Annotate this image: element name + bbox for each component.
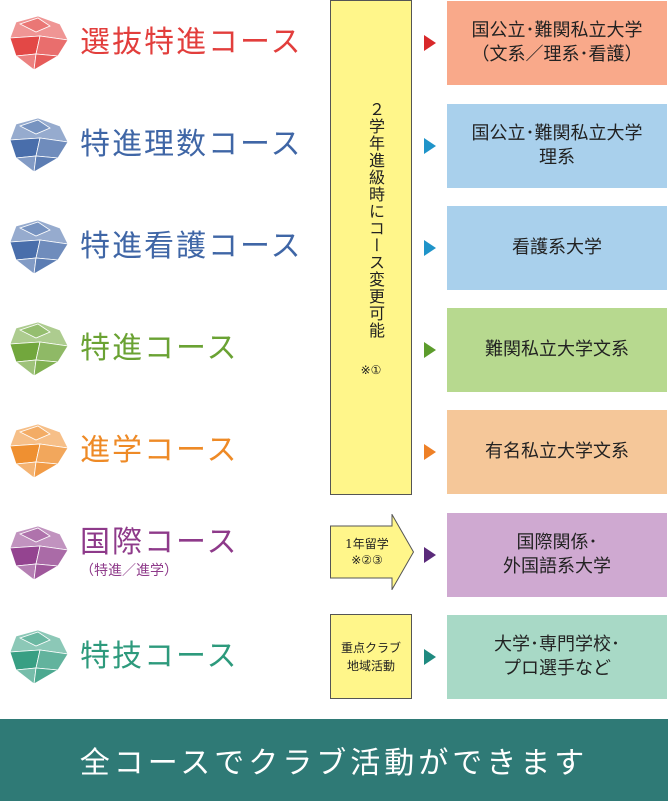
destination-box: 有名私立大学文系	[447, 410, 667, 494]
course-row: 特進理数コース	[0, 102, 330, 192]
arrow-right-icon	[424, 240, 436, 256]
arrow-right-icon	[424, 138, 436, 154]
course-row: 特技コース	[0, 614, 330, 704]
course-name: 特進コース	[80, 331, 239, 366]
purple-gem-icon	[9, 525, 69, 581]
destination-box: 国際関係･ 外国語系大学	[447, 513, 667, 597]
blue-gem-icon	[9, 219, 69, 275]
green-gem-icon	[9, 321, 69, 377]
course-name: 特進看護コース	[80, 229, 303, 264]
course-change-text: ２学年進級時にコース変更可能	[366, 101, 385, 339]
course-row: 国際コース （特進／進学）	[0, 512, 330, 602]
blue-gem-icon	[9, 117, 69, 173]
course-change-note: ※①	[360, 363, 382, 377]
destination-box: 国公立･難関私立大学 （文系／理系･看護）	[447, 1, 667, 85]
course-row: 選抜特進コース	[0, 0, 330, 90]
arrow-right-icon	[424, 649, 436, 665]
teal-gem-icon	[9, 629, 69, 685]
course-name: 国際コース	[80, 525, 239, 560]
course-name: 選抜特進コース	[80, 25, 303, 60]
club-activity-box: 重点クラブ 地域活動	[330, 614, 412, 699]
arrow-right-icon	[424, 547, 436, 563]
arrow-right-icon	[424, 342, 436, 358]
course-subtitle: （特進／進学）	[80, 563, 178, 579]
destination-box: 難関私立大学文系	[447, 308, 667, 392]
destination-box: 大学･専門学校･ プロ選手など	[447, 615, 667, 699]
red-gem-icon	[9, 15, 69, 71]
study-abroad-text: 1年留学 ※②③	[345, 537, 389, 568]
course-row: 特進看護コース	[0, 204, 330, 294]
course-name: 特技コース	[80, 639, 239, 674]
course-name: 進学コース	[80, 433, 239, 468]
course-row: 特進コース	[0, 306, 330, 396]
destination-box: 看護系大学	[447, 206, 667, 290]
course-name: 特進理数コース	[80, 127, 303, 162]
course-change-box: ２学年進級時にコース変更可能 ※①	[330, 0, 412, 495]
arrow-right-icon	[424, 35, 436, 51]
course-row: 進学コース	[0, 408, 330, 498]
destination-box: 国公立･難関私立大学 理系	[447, 104, 667, 188]
club-banner: 全コースでクラブ活動ができます	[0, 719, 668, 801]
study-abroad-arrow	[330, 514, 414, 590]
orange-gem-icon	[9, 423, 69, 479]
arrow-right-icon	[424, 444, 436, 460]
